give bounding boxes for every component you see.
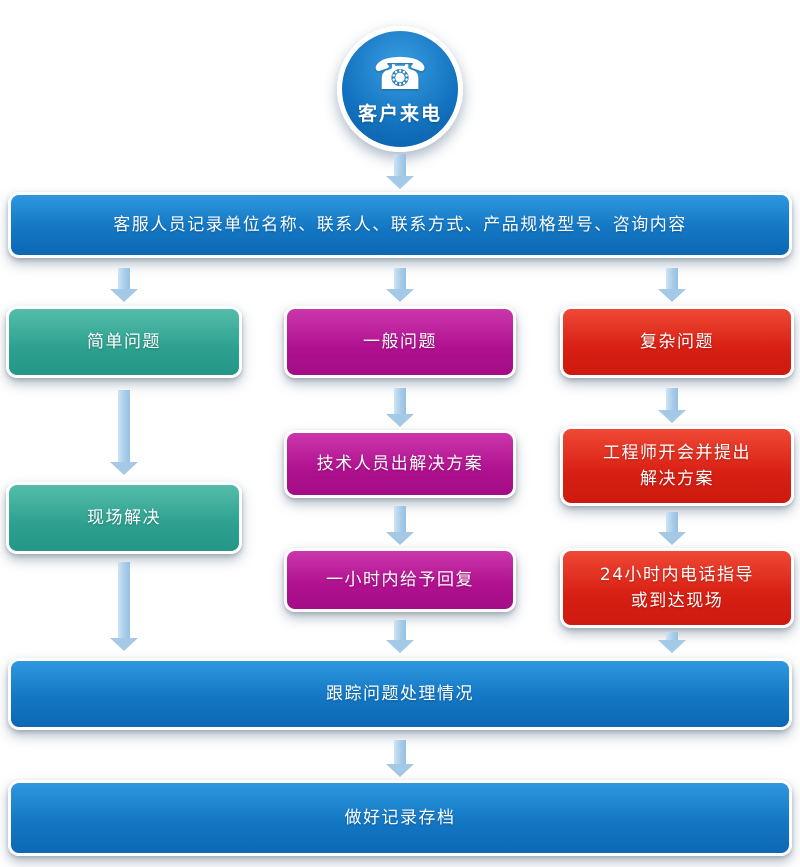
arrow-down-icon bbox=[118, 390, 130, 462]
general-problem-label: 一般问题 bbox=[363, 331, 437, 352]
start-node-customer-call: ☎ 客户来电 bbox=[337, 26, 463, 152]
tech-solution-box: 技术人员出解决方案 bbox=[284, 430, 516, 498]
phone-icon: ☎ bbox=[372, 48, 428, 100]
track-progress-label: 跟踪问题处理情况 bbox=[326, 683, 474, 704]
complex-problem-label: 复杂问题 bbox=[640, 331, 714, 352]
reply-one-hour-label: 一小时内给予回复 bbox=[326, 569, 474, 590]
simple-problem-box: 简单问题 bbox=[6, 306, 242, 378]
start-node-label: 客户来电 bbox=[357, 102, 442, 125]
tech-solution-label: 技术人员出解决方案 bbox=[316, 453, 484, 474]
reply-one-hour-box: 一小时内给予回复 bbox=[284, 548, 516, 612]
arrow-down-icon bbox=[394, 506, 406, 532]
arrow-down-icon bbox=[666, 268, 678, 289]
arrow-down-icon bbox=[394, 268, 406, 289]
arrow-down-icon bbox=[118, 562, 130, 638]
engineer-meeting-label-line1: 工程师开会并提出 bbox=[603, 442, 751, 463]
simple-problem-label: 简单问题 bbox=[87, 331, 161, 352]
archive-record-label: 做好记录存档 bbox=[344, 807, 456, 828]
phone-guidance-box: 24小时内电话指导 或到达现场 bbox=[560, 548, 794, 628]
arrow-down-icon bbox=[666, 512, 678, 532]
complex-problem-box: 复杂问题 bbox=[560, 306, 794, 378]
record-info-bar: 客服人员记录单位名称、联系人、联系方式、产品规格型号、咨询内容 bbox=[8, 192, 792, 258]
track-progress-bar: 跟踪问题处理情况 bbox=[8, 658, 792, 730]
arrow-down-icon bbox=[666, 388, 678, 410]
record-info-label: 客服人员记录单位名称、联系人、联系方式、产品规格型号、咨询内容 bbox=[113, 214, 687, 235]
engineer-meeting-box: 工程师开会并提出 解决方案 bbox=[560, 426, 794, 506]
arrow-down-icon bbox=[394, 620, 406, 640]
phone-guidance-label-line1: 24小时内电话指导 bbox=[599, 564, 755, 585]
archive-record-bar: 做好记录存档 bbox=[8, 780, 792, 856]
onsite-solve-label: 现场解决 bbox=[87, 507, 161, 528]
arrow-down-icon bbox=[394, 154, 406, 176]
arrow-down-icon bbox=[394, 740, 406, 764]
general-problem-box: 一般问题 bbox=[284, 306, 516, 378]
onsite-solve-box: 现场解决 bbox=[6, 482, 242, 554]
arrow-down-icon bbox=[118, 268, 130, 289]
arrow-down-icon bbox=[394, 388, 406, 414]
phone-guidance-label-line2: 或到达现场 bbox=[630, 591, 724, 611]
engineer-meeting-label-line2: 解决方案 bbox=[640, 469, 714, 489]
arrow-down-icon bbox=[666, 632, 678, 640]
